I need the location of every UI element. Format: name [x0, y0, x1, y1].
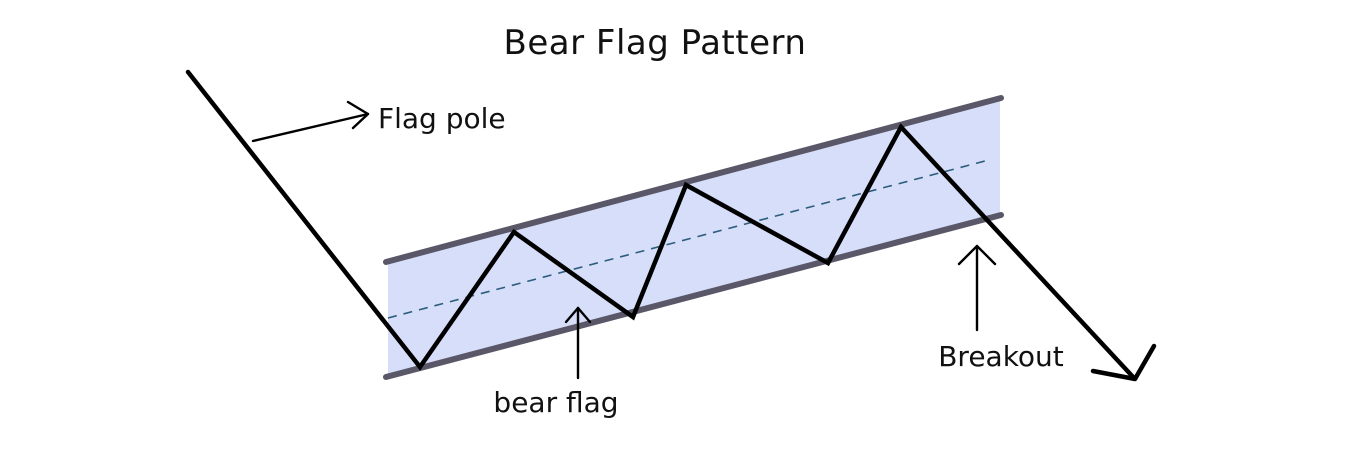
breakout-arrowhead	[1090, 343, 1157, 382]
flag-channel-fill	[388, 98, 1000, 377]
breakout-label: Breakout	[938, 340, 1064, 373]
bear-flag-arrow	[564, 306, 592, 380]
bear-flag-label: bear flag	[493, 386, 618, 419]
breakout-arrow	[957, 244, 997, 332]
flag-pole-arrow	[251, 100, 370, 143]
channel-upper-line	[383, 95, 1004, 265]
flag-pole-label: Flag pole	[378, 102, 506, 135]
channel-lower-line	[383, 212, 1004, 380]
channel-midline	[387, 160, 986, 319]
diagram-title: Bear Flag Pattern	[504, 23, 807, 63]
price-line	[185, 69, 1137, 381]
